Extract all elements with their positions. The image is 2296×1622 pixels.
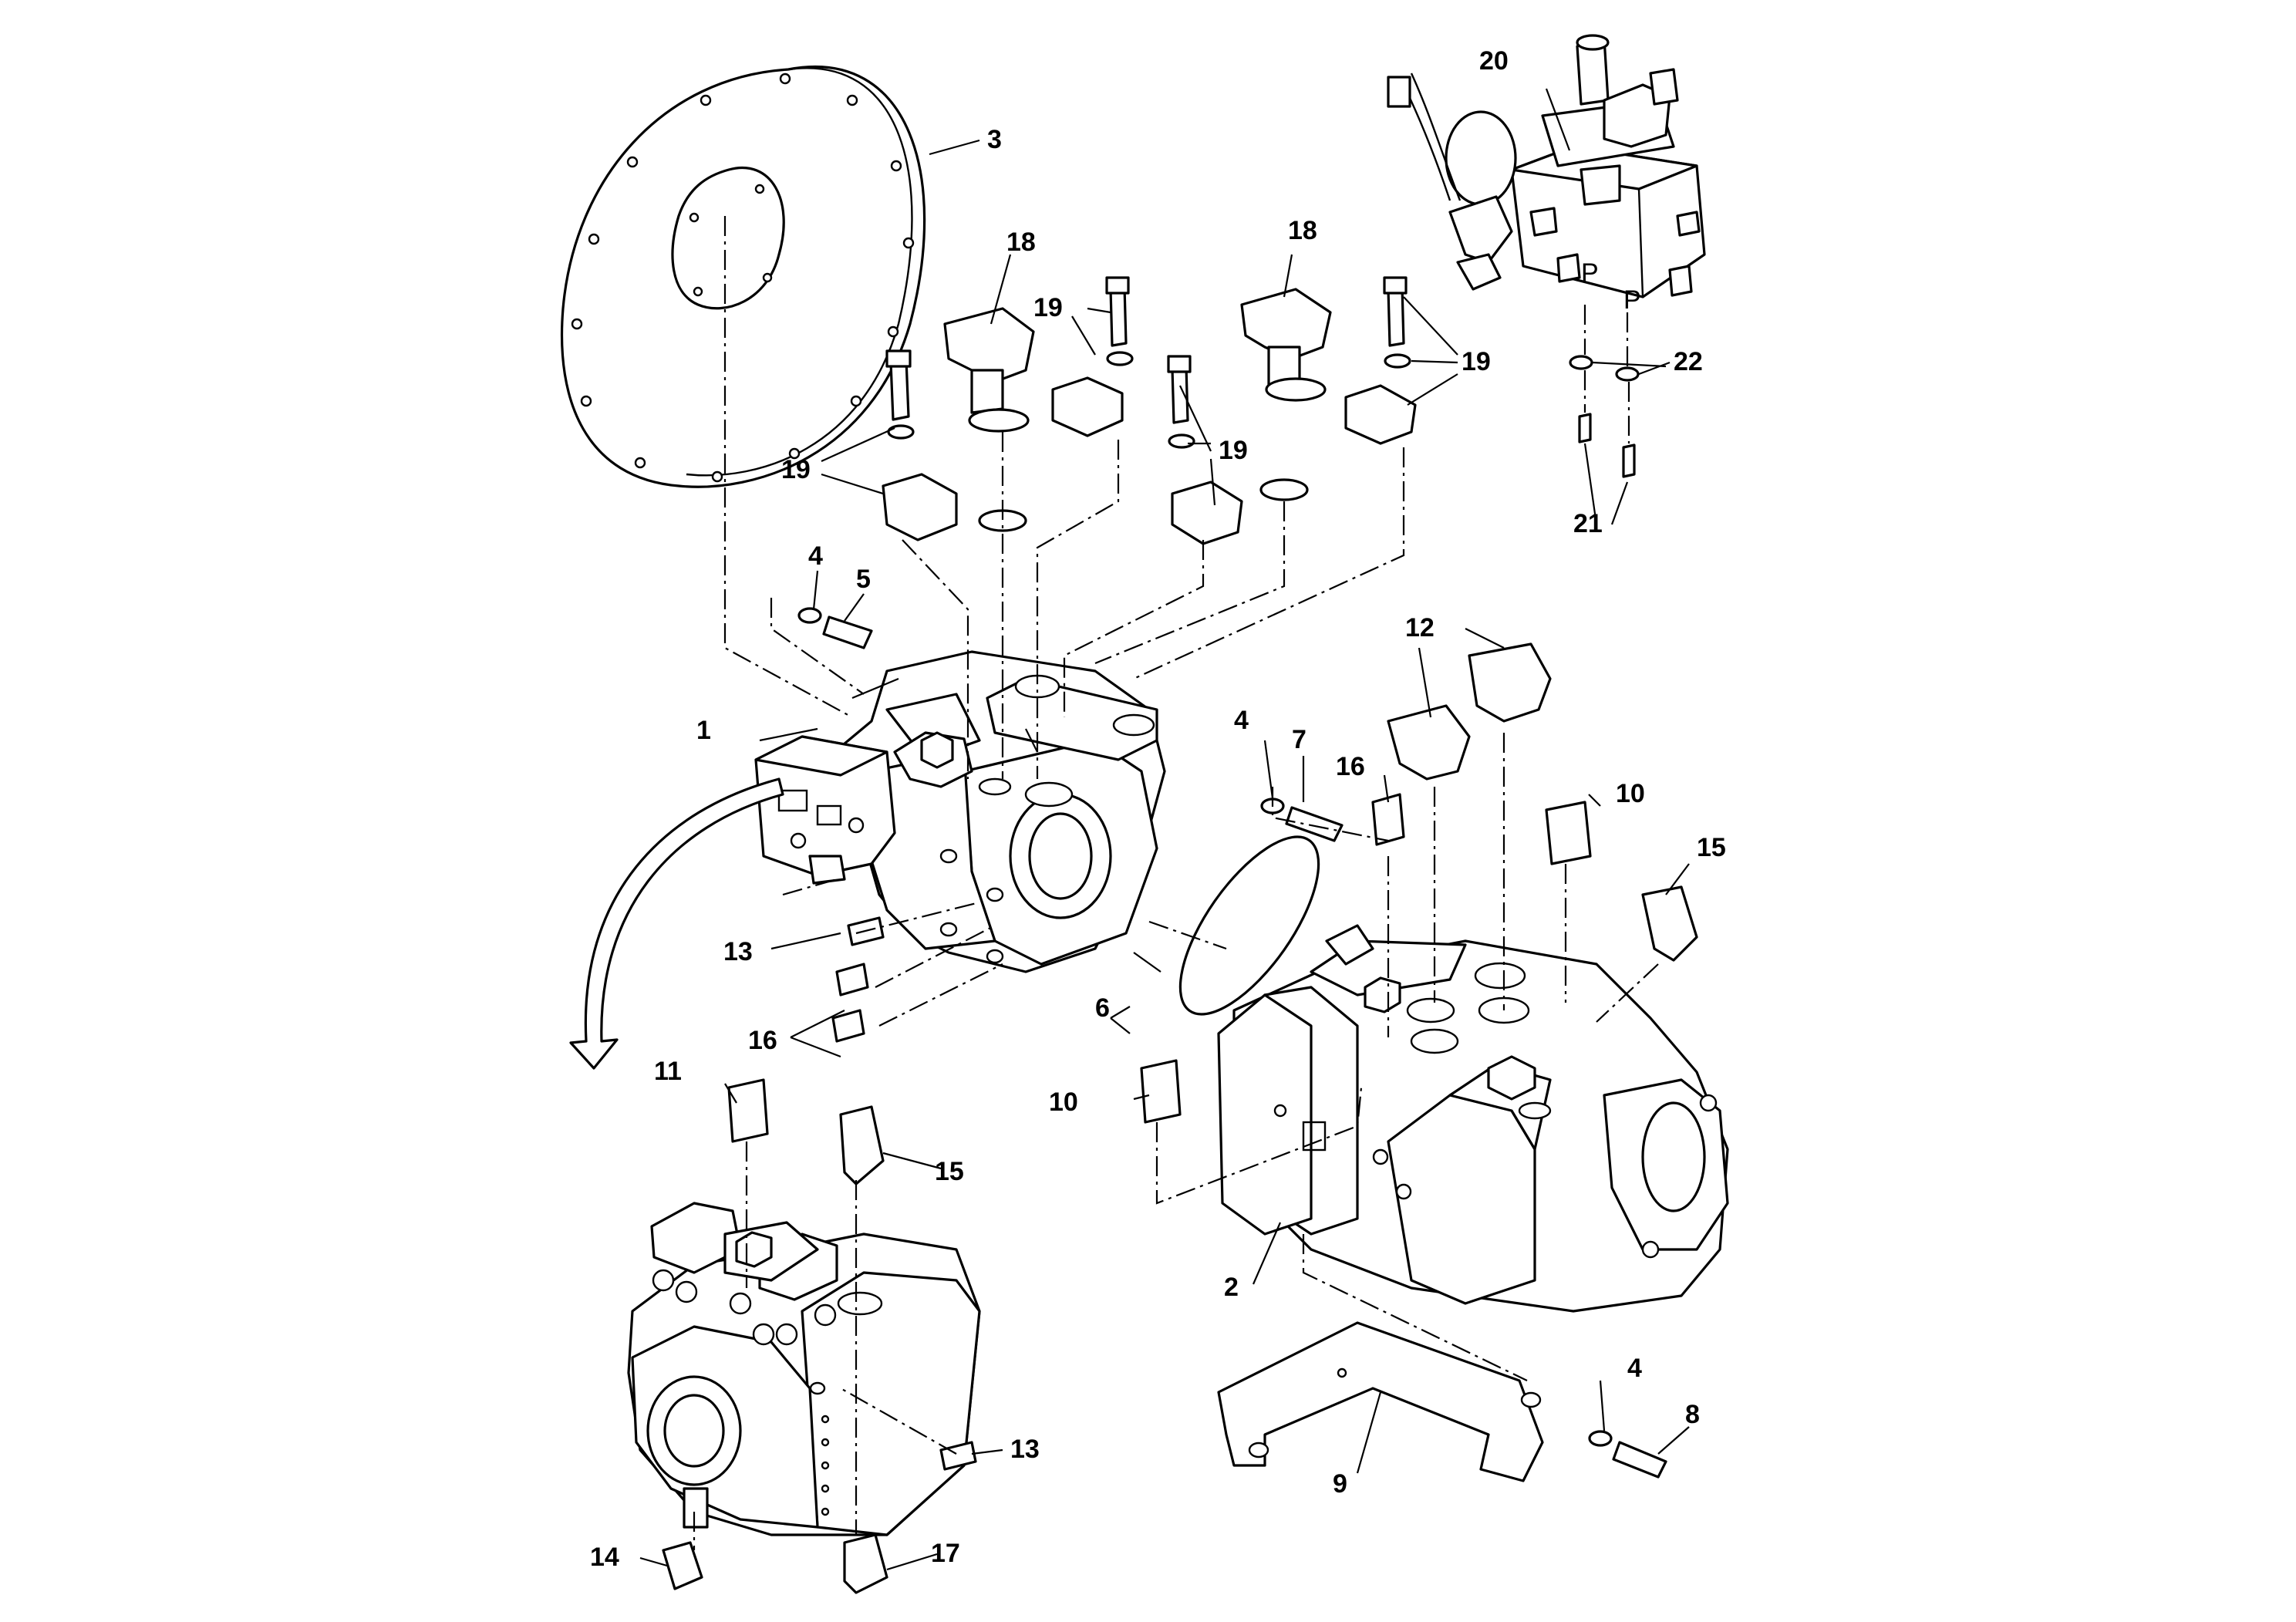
callout-22: 22 bbox=[1674, 347, 1703, 376]
valve-port-mark-1: P bbox=[1581, 258, 1599, 288]
callout-10b: 10 bbox=[1049, 1088, 1078, 1117]
callout-3: 3 bbox=[987, 125, 1002, 154]
mounting-bracket bbox=[1217, 1321, 1544, 1482]
callout-11: 11 bbox=[654, 1057, 682, 1086]
callout-21: 21 bbox=[1573, 509, 1603, 538]
callout-labels: 3 1 2 4 5 4 7 4 8 9 6 10 10 11 12 13 13 … bbox=[590, 46, 1726, 1572]
callout-16b: 16 bbox=[748, 1026, 777, 1055]
detail-view-dots bbox=[821, 1415, 830, 1516]
callout-19d: 19 bbox=[1462, 347, 1491, 376]
assembly-lines bbox=[693, 216, 1659, 1550]
callout-13a: 13 bbox=[723, 937, 753, 966]
callout-12: 12 bbox=[1405, 613, 1435, 642]
valve-block: P P bbox=[1387, 34, 1706, 315]
callout-5: 5 bbox=[856, 565, 871, 594]
second-pump-assembly bbox=[1217, 924, 1729, 1313]
plate-bolt-holes bbox=[571, 73, 915, 483]
callout-14: 14 bbox=[590, 1543, 619, 1572]
valve-port-mark-2: P bbox=[1623, 285, 1641, 315]
callout-15b: 15 bbox=[935, 1157, 964, 1186]
callout-1: 1 bbox=[696, 716, 711, 745]
callout-19c: 19 bbox=[1219, 436, 1248, 465]
callout-17: 17 bbox=[931, 1539, 960, 1568]
callout-4a: 4 bbox=[808, 541, 823, 571]
callout-10a: 10 bbox=[1616, 779, 1645, 808]
pump-detail-view bbox=[627, 1202, 981, 1536]
callout-7: 7 bbox=[1292, 725, 1306, 754]
callout-16a: 16 bbox=[1336, 752, 1365, 781]
leader-lines bbox=[639, 88, 1690, 1571]
tandem-pump-assembly bbox=[754, 650, 1166, 973]
callout-15a: 15 bbox=[1697, 833, 1726, 862]
fittings bbox=[569, 276, 1698, 1594]
callout-4b: 4 bbox=[1234, 706, 1249, 735]
adapter-plate bbox=[560, 65, 926, 488]
callout-20: 20 bbox=[1479, 46, 1509, 76]
callout-13b: 13 bbox=[1010, 1435, 1040, 1464]
callout-18b: 18 bbox=[1288, 216, 1317, 245]
callout-18a: 18 bbox=[1006, 228, 1036, 257]
callout-19a: 19 bbox=[781, 455, 811, 484]
callout-9: 9 bbox=[1333, 1469, 1347, 1499]
callout-8: 8 bbox=[1685, 1400, 1700, 1429]
callout-6: 6 bbox=[1095, 993, 1110, 1023]
callout-4c: 4 bbox=[1627, 1354, 1642, 1383]
callout-2: 2 bbox=[1224, 1273, 1239, 1302]
callout-19b: 19 bbox=[1033, 293, 1063, 322]
